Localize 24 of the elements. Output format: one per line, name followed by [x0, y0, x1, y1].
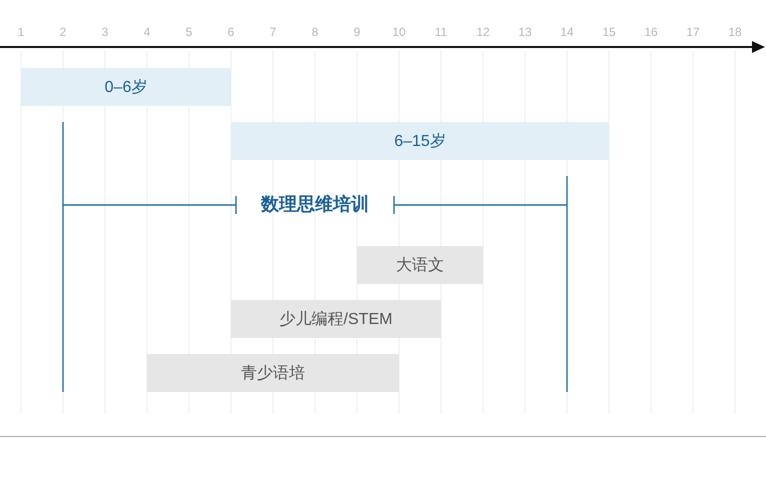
tick-label: 15: [602, 26, 616, 38]
age-range-bar: 6–15岁: [231, 122, 609, 160]
tick-label: 2: [60, 26, 66, 38]
bracket-label: 数理思维培训: [261, 195, 369, 215]
tick-label: 1: [18, 26, 24, 38]
course-range-bar: 大语文: [357, 246, 483, 284]
tick-label: 11: [434, 26, 448, 38]
tick-label: 16: [644, 26, 658, 38]
tick-label: 17: [686, 26, 700, 38]
course-range-bar: 青少语培: [147, 354, 399, 392]
tick-label: 12: [476, 26, 490, 38]
course-range-bar: 少儿编程/STEM: [231, 300, 441, 338]
tick-label: 14: [560, 26, 574, 38]
age-range-bar: 0–6岁: [21, 68, 231, 106]
tick-label: 18: [728, 26, 742, 38]
tick-label: 3: [102, 26, 108, 38]
tick-label: 10: [392, 26, 406, 38]
tick-label: 9: [354, 26, 360, 38]
tick-label: 5: [186, 26, 192, 38]
tick-label: 8: [312, 26, 318, 38]
tick-label: 6: [228, 26, 234, 38]
tick-label: 13: [518, 26, 532, 38]
tick-label: 7: [270, 26, 276, 38]
tick-label: 4: [144, 26, 150, 38]
